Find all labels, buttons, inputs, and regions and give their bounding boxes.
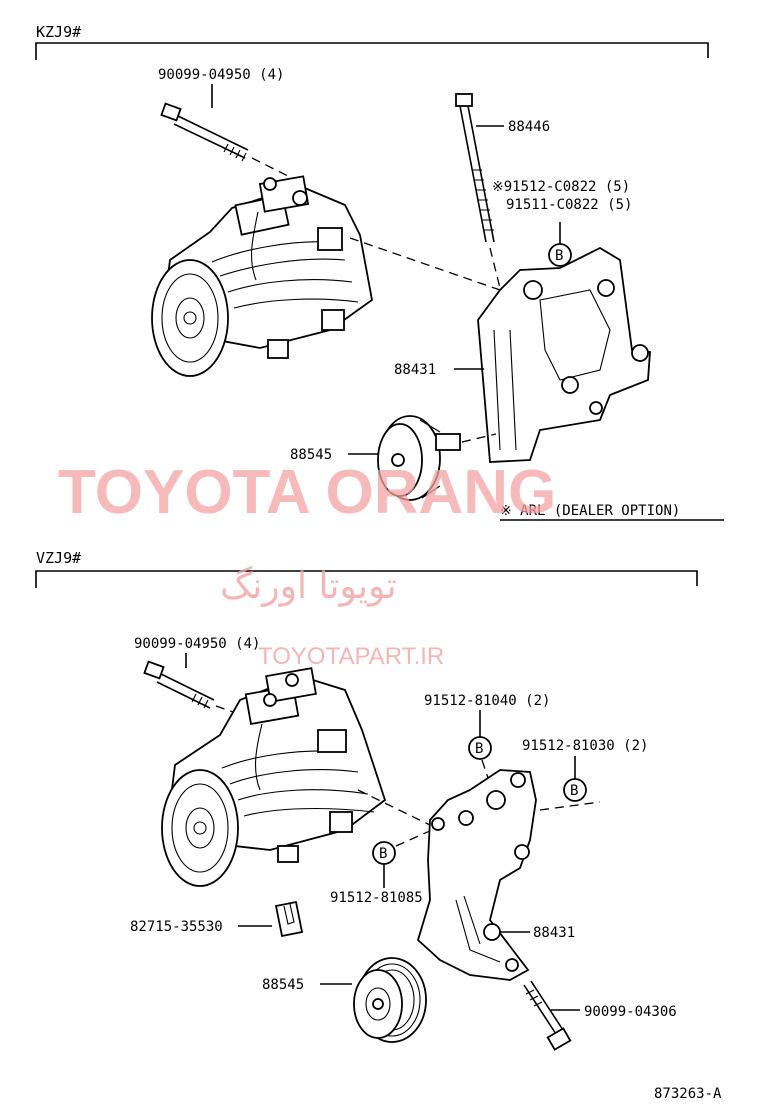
label-91511-c0822: 91511-C0822 (5) [506, 197, 632, 213]
marker-b-81030: B [563, 756, 587, 802]
leader-dash [349, 237, 501, 291]
section-title-vzj: VZJ9# [36, 549, 81, 567]
label-90099-04950-top: 90099-04950 (4) [158, 67, 284, 83]
watermark: TOYOTA ORANG تویوتا اورنگ TOYOTAPART.IR [58, 458, 556, 670]
section-bracket-kzj [35, 42, 709, 60]
label-arl-dealer-option: ※ ARL (DEALER OPTION) [500, 503, 680, 519]
bolt-90099-04950-bottom [143, 660, 215, 709]
watermark-persian: تویوتا اورنگ [220, 565, 397, 607]
bolt-90099-04306 [523, 980, 572, 1051]
section-vzj: VZJ9# 90099-04950 (4) [35, 549, 722, 1102]
svg-text:B: B [555, 248, 563, 264]
marker-b-top: B [548, 222, 572, 267]
label-88446-top: 88446 [508, 119, 550, 135]
svg-text:B: B [570, 783, 578, 799]
clip-82715-35530 [274, 900, 304, 938]
diagram-reference-number: 873263-A [654, 1086, 722, 1102]
label-91512-81030: 91512-81030 (2) [522, 738, 648, 754]
label-91512-81085: 91512-81085 [330, 890, 423, 906]
label-88545-bottom: 88545 [262, 977, 304, 993]
leader-dash [461, 433, 497, 443]
leader-dash [539, 801, 601, 811]
marker-b-81040: B [468, 710, 492, 760]
svg-text:B: B [379, 846, 387, 862]
label-82715-35530: 82715-35530 [130, 919, 223, 935]
marker-b-81085: B [372, 841, 396, 888]
label-90099-04306: 90099-04306 [584, 1004, 677, 1020]
bracket-88431-bottom [416, 769, 537, 981]
leader-dash [215, 705, 263, 723]
compressor-top [151, 175, 373, 377]
leader-dash [357, 789, 431, 826]
leader-dash [395, 829, 433, 847]
svg-text:B: B [475, 741, 483, 757]
watermark-brand: TOYOTA ORANG [58, 458, 556, 527]
label-90099-04950-bottom: 90099-04950 (4) [134, 636, 260, 652]
section-bracket-vzj [35, 570, 698, 588]
leader-dash [489, 247, 501, 289]
leader-dash [251, 157, 301, 183]
bolt-88446 [455, 93, 495, 243]
label-88431-top: 88431 [394, 362, 436, 378]
bracket-88431-top [477, 246, 651, 463]
pulley-88545-bottom [353, 957, 427, 1043]
watermark-site: TOYOTAPART.IR [258, 643, 444, 670]
label-91512-81040: 91512-81040 (2) [424, 693, 550, 709]
bolt-90099-04950-top [160, 102, 249, 162]
label-88545-top: 88545 [290, 447, 332, 463]
pulley-88545-top [377, 415, 461, 501]
section-title-kzj: KZJ9# [36, 23, 81, 41]
section-kzj: KZJ9# [35, 23, 724, 521]
leader-dash [481, 759, 493, 791]
label-88431-bottom: 88431 [533, 925, 575, 941]
label-91512-c0822: ※91512-C0822 (5) [492, 179, 630, 195]
compressor-bottom [161, 667, 387, 887]
